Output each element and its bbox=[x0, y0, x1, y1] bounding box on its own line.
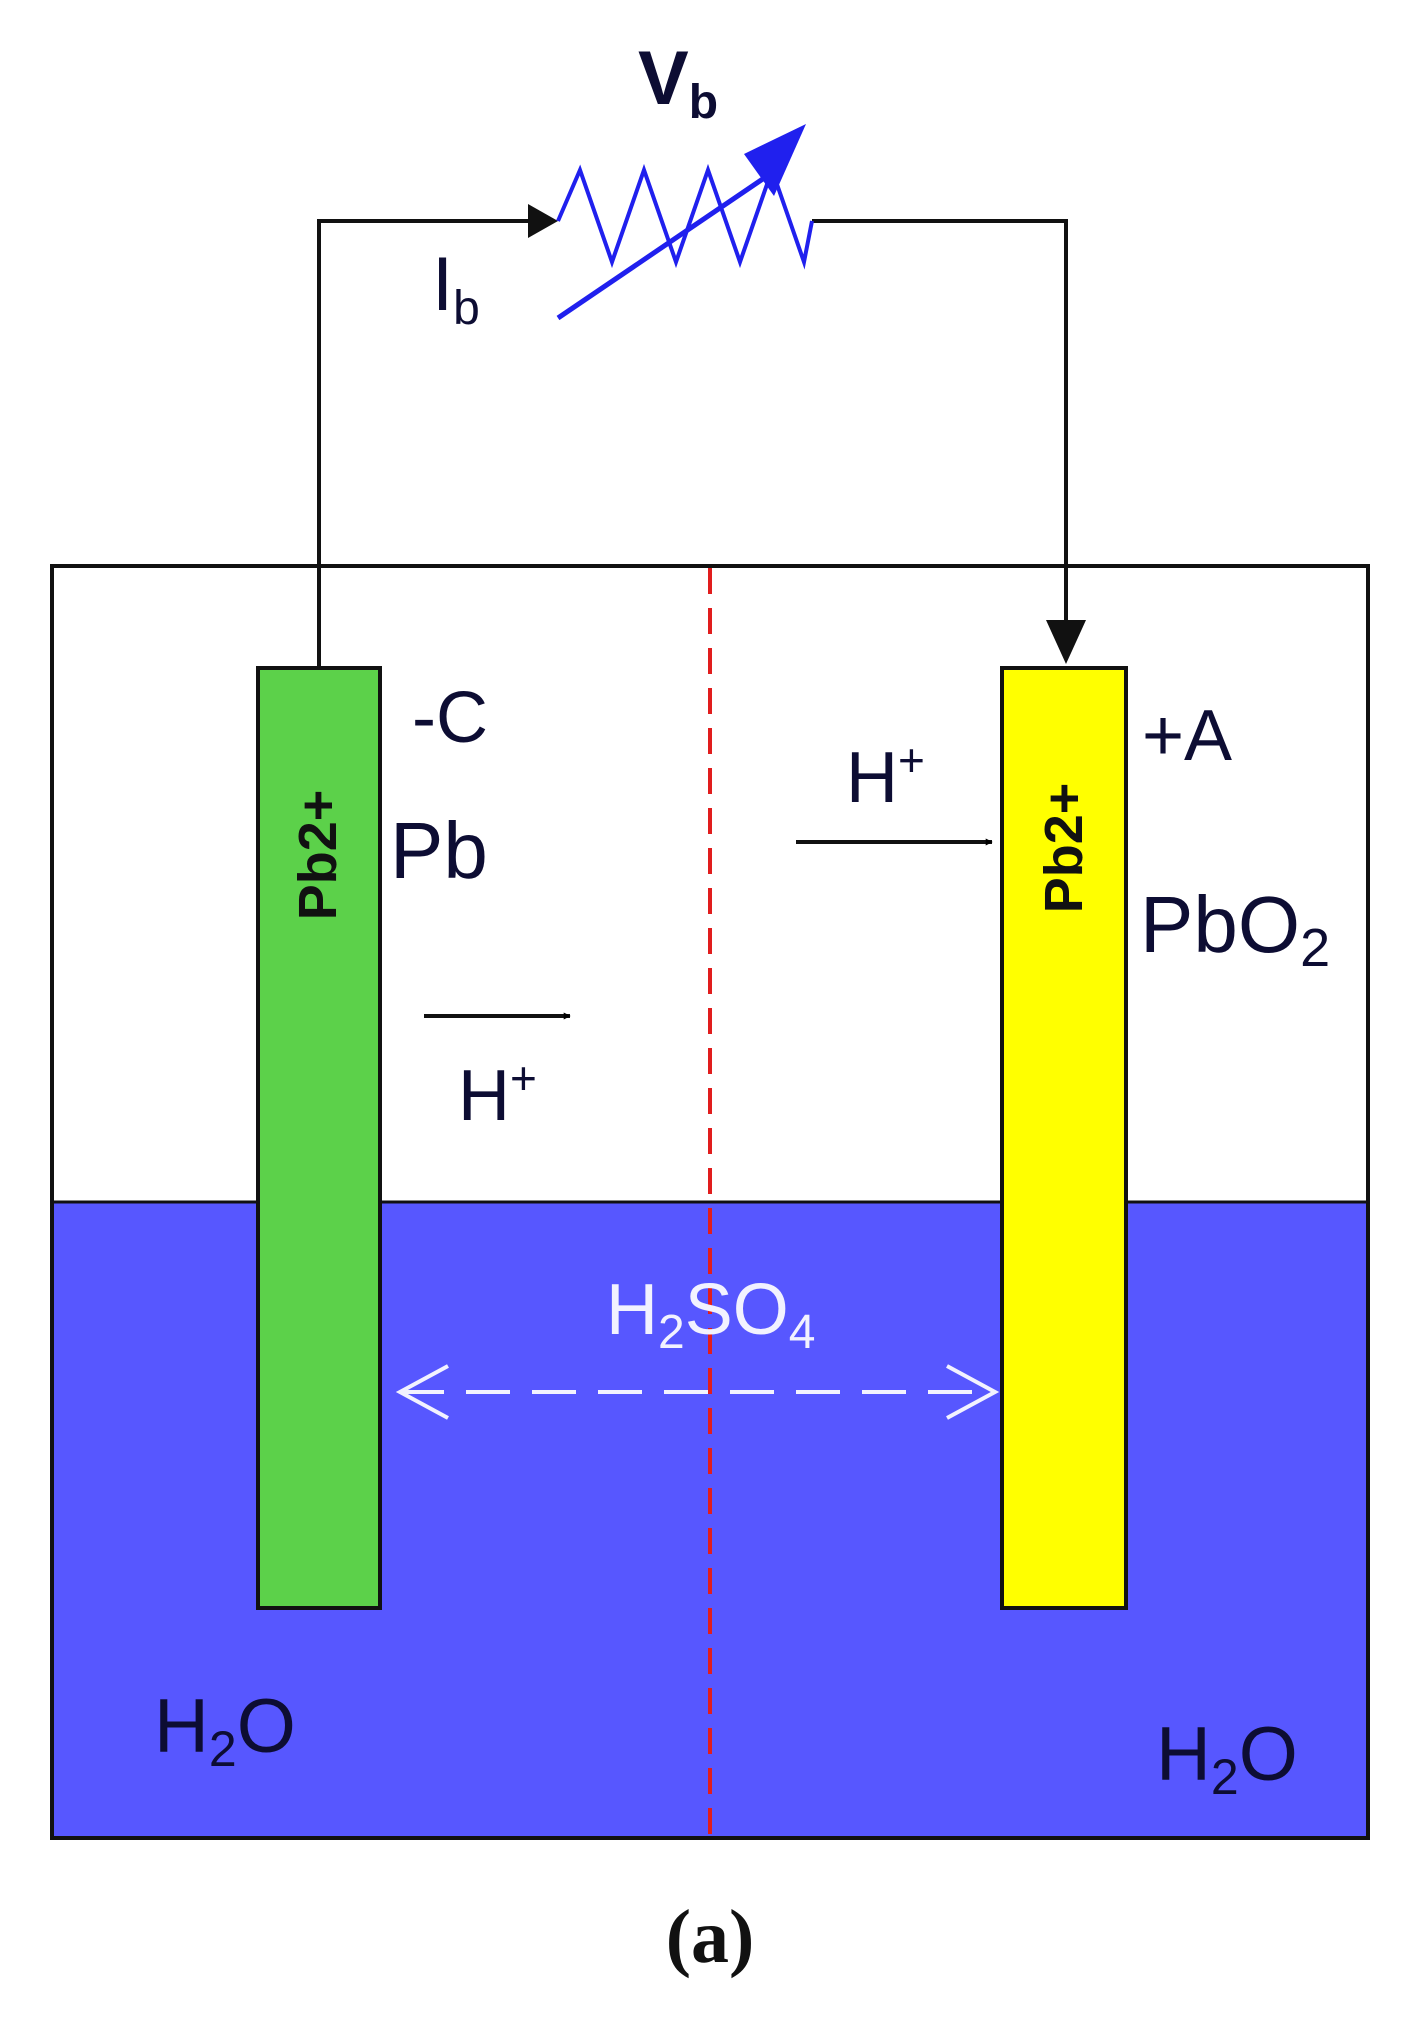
positive-terminal-label: +A bbox=[1142, 696, 1232, 776]
ion-label-right: Pb2+ bbox=[1034, 783, 1094, 914]
acid-diffusion-arrow bbox=[395, 1364, 1000, 1420]
ion-label-left: Pb2+ bbox=[288, 790, 348, 921]
current-arrow-head bbox=[528, 204, 558, 238]
proton-label-left: H+ bbox=[458, 1052, 537, 1136]
negative-terminal-label: -C bbox=[412, 678, 488, 758]
negative-electrode bbox=[256, 666, 382, 1610]
wire-right bbox=[812, 219, 1068, 630]
wire-arrow-head bbox=[1046, 620, 1086, 664]
variable-resistor-icon bbox=[556, 124, 814, 321]
wire-left bbox=[317, 219, 553, 668]
water-label-left: H2O bbox=[154, 1684, 296, 1777]
positive-electrode bbox=[1000, 666, 1128, 1610]
voltage-label: Vb bbox=[638, 36, 718, 129]
figure-caption: (a) bbox=[666, 1895, 755, 1979]
negative-material-label: Pb bbox=[390, 806, 488, 895]
acid-label: H2SO4 bbox=[606, 1270, 815, 1359]
water-label-right: H2O bbox=[1156, 1712, 1298, 1805]
proton-label-right: H+ bbox=[846, 734, 925, 818]
positive-material-label: PbO2 bbox=[1140, 880, 1330, 978]
current-label: Ib bbox=[432, 242, 480, 335]
